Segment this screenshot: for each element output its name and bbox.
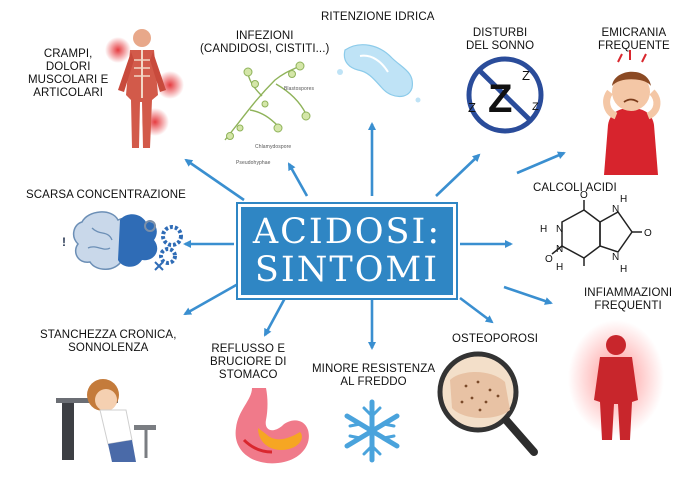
arrow-emicrania: [516, 151, 566, 175]
label-reflusso-line1: REFLUSSO E: [211, 343, 286, 355]
mol-h2: H: [556, 262, 563, 273]
inflamed-body-icon: [568, 320, 664, 440]
label-reflusso-line3: STOMACO: [218, 369, 278, 381]
mol-o2: O: [545, 254, 553, 265]
arrow-infiammazioni: [503, 285, 553, 305]
water-splash-icon: [337, 44, 421, 103]
label-emicrania-line1: EMICRANIA: [601, 27, 667, 39]
label-crampi-line3: MUSCOLARI E: [28, 74, 109, 86]
label-infiammazioni: INFIAMMAZIONI FREQUENTI: [584, 287, 672, 313]
headache-person-icon: [603, 50, 661, 175]
bone-magnifier-icon: [437, 351, 538, 456]
label-infiammazioni-line2: FREQUENTI: [594, 300, 662, 312]
mol-n3: N: [612, 204, 619, 215]
label-reflusso-line2: BRUCIORE DI: [210, 356, 287, 368]
label-calcoli-line1: CALCOLI ACIDI: [533, 182, 617, 194]
label-stanchezza-line2: SONNOLENZA: [68, 342, 149, 354]
label-disturbi-line1: DISTURBI: [472, 27, 528, 39]
mol-n2: N: [556, 244, 563, 255]
label-stanchezza-line1: STANCHEZZA CRONICA,: [40, 329, 177, 341]
label-emicrania: EMICRANIA FREQUENTE: [598, 27, 670, 53]
label-infezioni-line2: (CANDIDOSI, CISTITI...): [200, 43, 330, 55]
arrow-crampi: [184, 158, 245, 202]
label-crampi-line2: DOLORI: [45, 61, 91, 73]
label-concentrazione-line1: SCARSA CONCENTRAZIONE: [26, 189, 186, 201]
label-crampi-line4: ARTICOLARI: [33, 87, 104, 99]
label-freddo-line1: MINORE RESISTENZA: [312, 363, 436, 375]
mol-n4: N: [612, 252, 619, 263]
label-infezioni-line1: INFEZIONI: [235, 30, 294, 42]
mol-o1: O: [580, 190, 588, 201]
label-ritenzione: RITENZIONE IDRICA: [321, 11, 435, 24]
uric-acid-molecule-icon: O O O N N N N H H H H: [540, 190, 652, 275]
label-stanchezza: STANCHEZZA CRONICA, SONNOLENZA: [40, 329, 177, 355]
sleep-z-small-1: Z: [522, 68, 530, 83]
candida-label-blastospores: Blastospores: [284, 86, 315, 92]
label-reflusso: REFLUSSO E BRUCIORE DI STOMACO: [210, 343, 287, 382]
label-crampi: CRAMPI, DOLORI MUSCOLARI E ARTICOLARI: [28, 48, 108, 100]
center-title-line1: ACIDOSI:: [252, 212, 442, 252]
brain-gears-icon: !: [62, 211, 183, 271]
arrow-infezioni: [287, 162, 309, 197]
label-disturbi-line2: DEL SONNO: [466, 40, 535, 52]
candida-diagram-icon: [224, 61, 311, 141]
mol-h1: H: [540, 224, 547, 235]
sleep-z-big: Z: [488, 77, 512, 121]
label-infezioni: INFEZIONI (CANDIDOSI, CISTITI...): [200, 30, 329, 56]
center-title-box: ACIDOSI: SINTOMI: [238, 204, 456, 298]
candida-label-pseudohyphae: Pseudohyphae: [236, 160, 271, 166]
tired-person-icon: [56, 379, 156, 462]
mol-h4: H: [620, 264, 627, 275]
label-freddo-line2: AL FREDDO: [340, 376, 407, 388]
label-calcoli: CALCOLI ACIDI: [533, 182, 617, 195]
sleep-z-small-2: Z: [468, 100, 476, 115]
arrow-osteoporosi: [459, 296, 494, 324]
arrow-reflusso: [263, 297, 287, 337]
label-crampi-line1: CRAMPI,: [43, 48, 93, 60]
label-emicrania-line2: FREQUENTE: [598, 40, 670, 52]
body-pain-icon: [105, 29, 184, 148]
label-infiammazioni-line1: INFIAMMAZIONI: [584, 287, 673, 299]
arrow-stanchezza: [183, 282, 239, 316]
mol-o3: O: [644, 228, 652, 239]
snowflake-icon: [344, 399, 400, 463]
label-concentrazione: SCARSA CONCENTRAZIONE: [26, 189, 186, 202]
arrow-disturbi: [435, 153, 481, 197]
no-sleep-icon: Z Z Z Z: [466, 56, 544, 134]
sleep-z-small-3: Z: [532, 101, 539, 113]
candida-label-chlamydospore: Chlamydospore: [255, 144, 292, 150]
label-disturbi: DISTURBI DEL SONNO: [466, 27, 534, 53]
label-osteoporosi: OSTEOPOROSI: [452, 333, 538, 346]
stomach-icon: [235, 388, 309, 464]
center-title-line2: SINTOMI: [254, 250, 440, 290]
mol-h3: H: [620, 194, 627, 205]
mol-n1: N: [556, 224, 563, 235]
label-ritenzione-line1: RITENZIONE IDRICA: [321, 11, 435, 23]
svg-text:!: !: [62, 235, 66, 249]
label-osteoporosi-line1: OSTEOPOROSI: [452, 333, 539, 345]
label-freddo: MINORE RESISTENZA AL FREDDO: [312, 363, 435, 389]
